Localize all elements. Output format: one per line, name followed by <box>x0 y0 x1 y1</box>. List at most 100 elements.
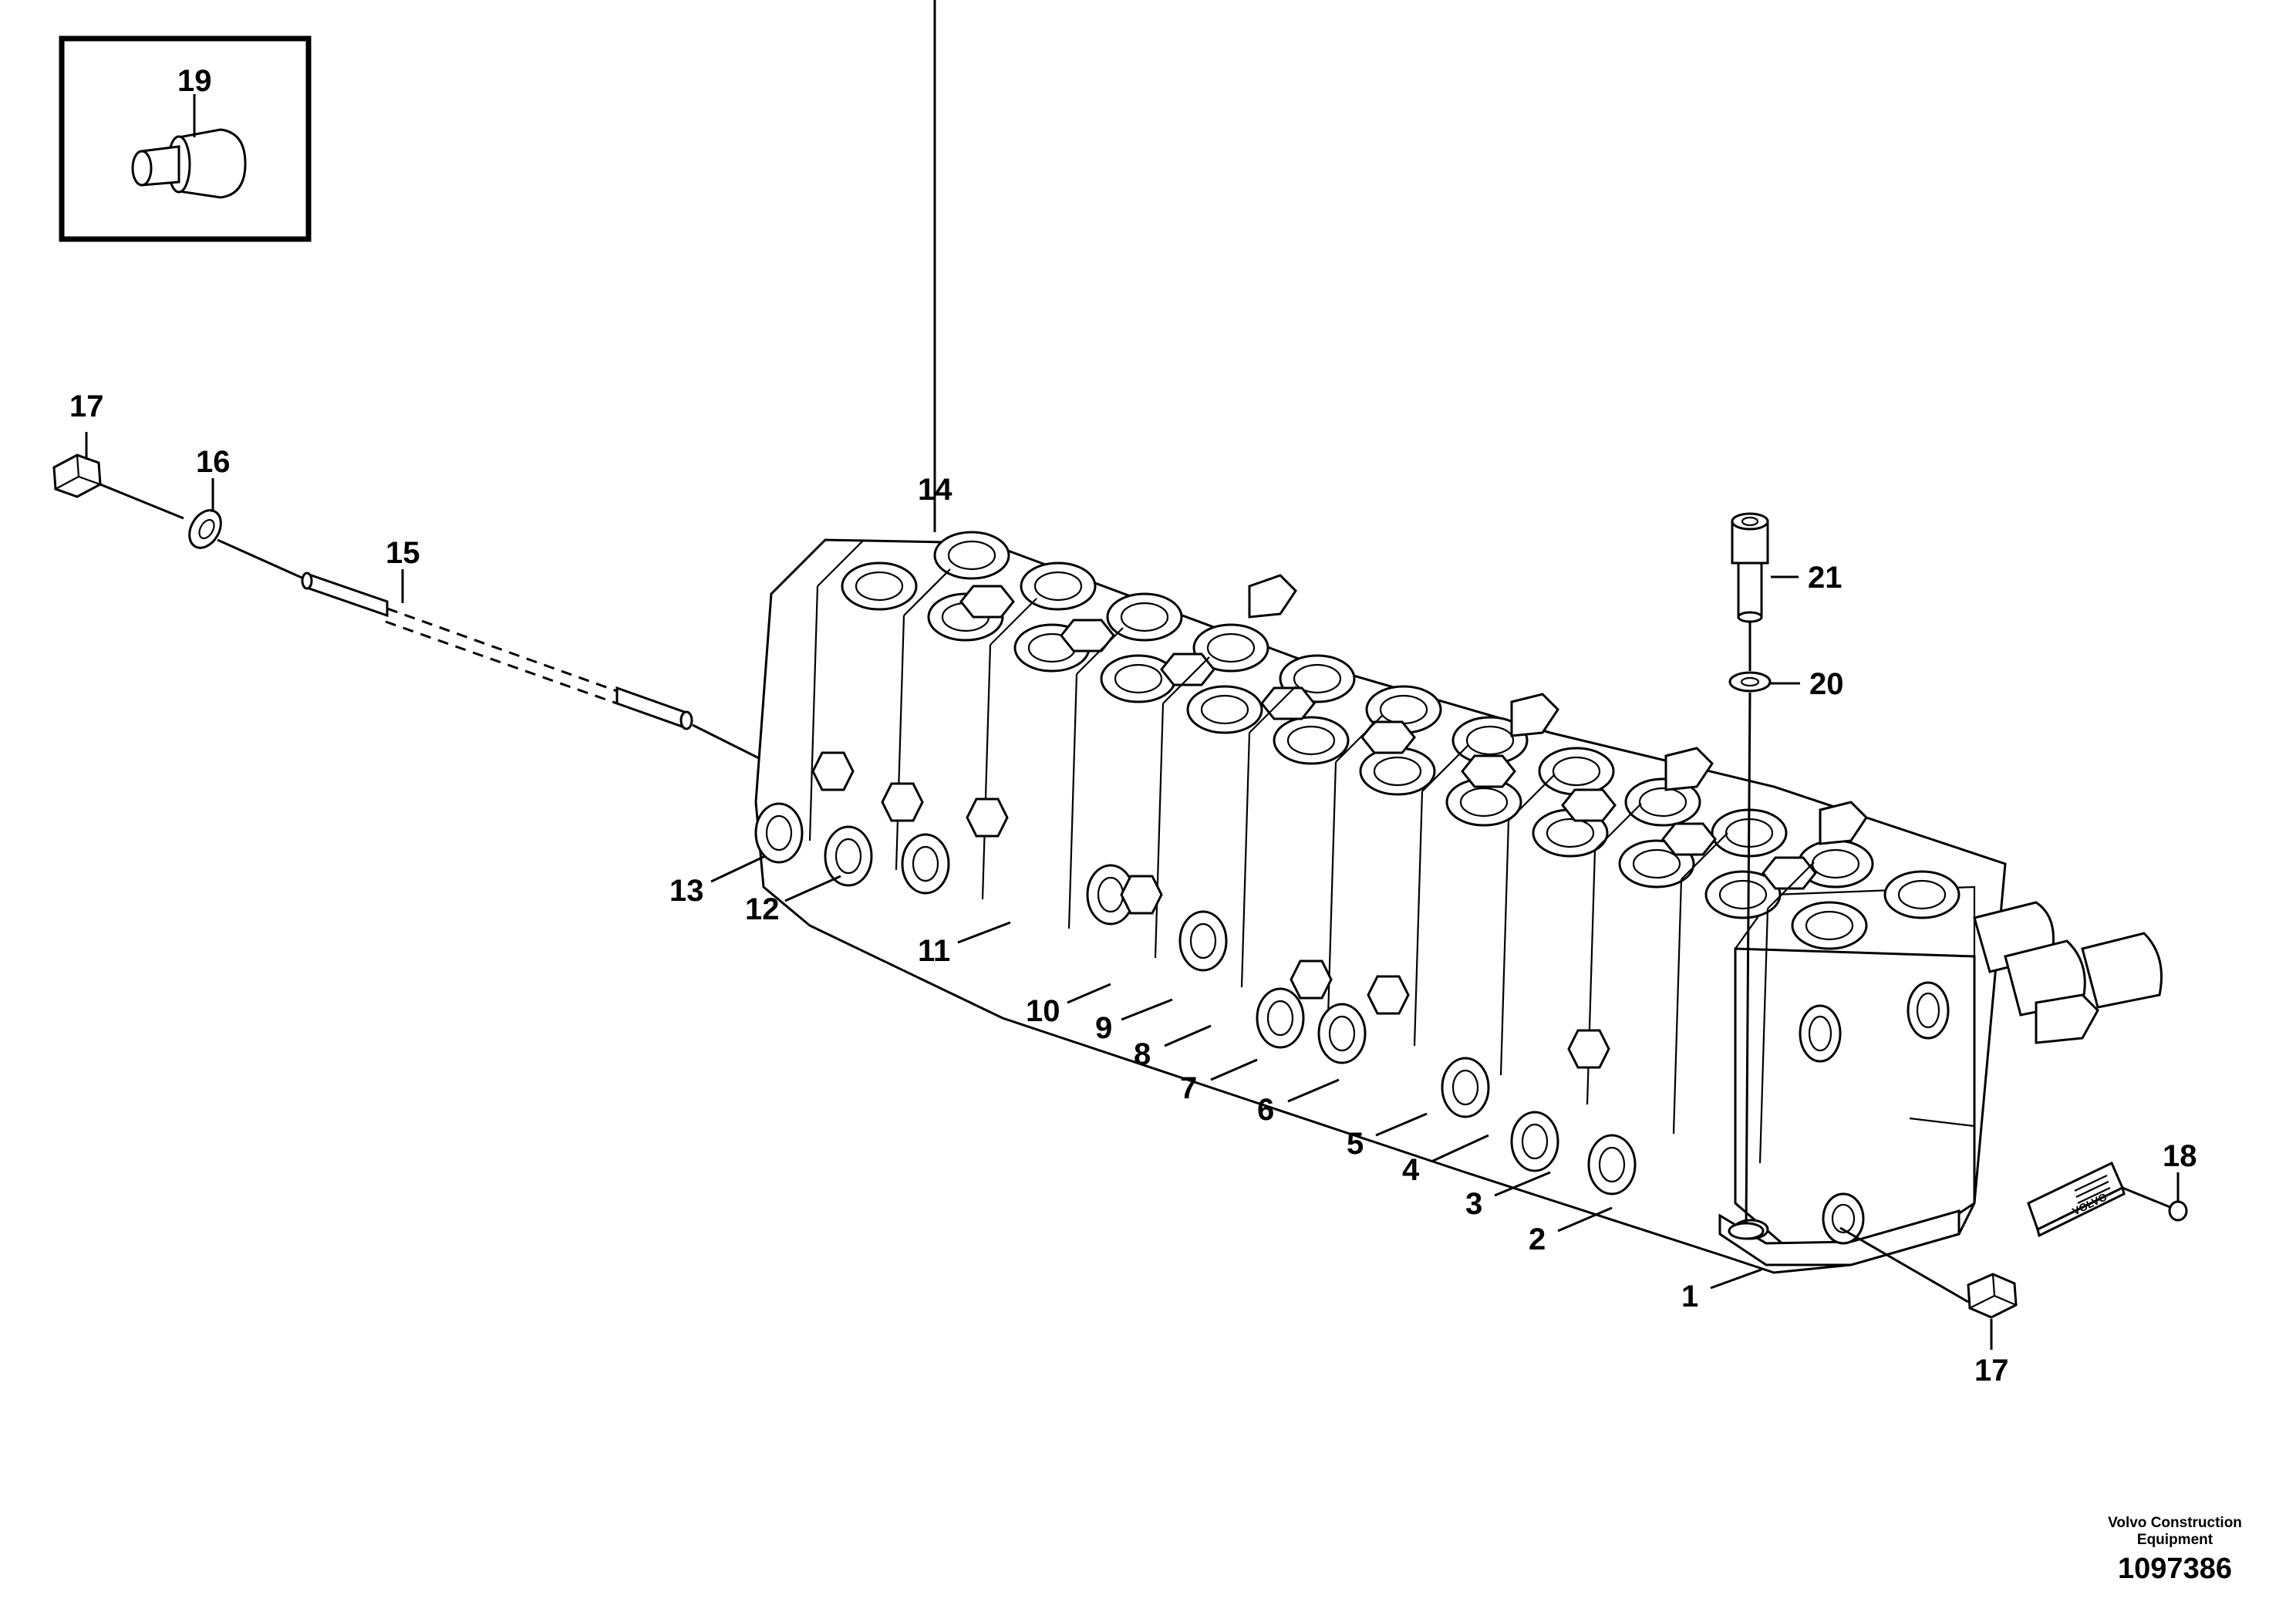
section-divider <box>1499 774 1556 1076</box>
section-divider <box>1067 627 1124 929</box>
leader-lines <box>710 0 1762 1290</box>
hex-plug <box>1260 686 1316 720</box>
section-divider <box>1672 832 1728 1135</box>
front-port-bore <box>1521 1123 1549 1160</box>
section-divider <box>1154 656 1210 959</box>
port-bore <box>1465 725 1515 756</box>
spool-caps-right <box>1248 574 2163 1044</box>
port-bore <box>1718 879 1768 910</box>
callout-3: 3 <box>1465 1187 1482 1221</box>
section-divider <box>1758 862 1815 1164</box>
section-divider <box>895 568 951 871</box>
port-bore <box>855 571 904 602</box>
front-port-bore <box>912 845 939 882</box>
hex-plug <box>1461 754 1516 788</box>
front-port-bore <box>1266 1000 1294 1037</box>
port-bore <box>1114 663 1163 694</box>
relief-valve-hex <box>1367 975 1410 1015</box>
callout-12: 12 <box>745 892 780 926</box>
callout-13: 13 <box>669 874 704 908</box>
callout-17-bottom-right: 17 <box>1974 1354 2009 1388</box>
port-bore <box>1200 694 1249 725</box>
section-divider <box>981 598 1037 900</box>
nut-17-right-icon <box>1967 1273 2018 1319</box>
section-divider <box>1240 686 1296 988</box>
port-boss <box>1538 747 1615 796</box>
front-port <box>754 802 804 864</box>
section-divider <box>1413 744 1469 1047</box>
front-port <box>1317 1003 1367 1064</box>
callout-14: 14 <box>918 473 952 507</box>
hex-plug <box>1160 653 1215 686</box>
hex-plug <box>1661 822 1717 856</box>
hex-plug <box>959 585 1015 619</box>
front-port-bore <box>834 838 862 875</box>
control-valve-assembly <box>754 531 2163 1274</box>
port-boss <box>1186 685 1263 734</box>
front-port-bore <box>765 814 793 851</box>
washer-20-icon <box>1728 671 1772 693</box>
tie-rod-15-icon <box>301 572 780 770</box>
callout-9: 9 <box>1095 1011 1112 1045</box>
callout-21: 21 <box>1808 561 1843 595</box>
document-number: 1097386 <box>2118 1553 2232 1585</box>
port-bore <box>1120 602 1169 632</box>
port-bore <box>1805 910 1854 941</box>
port-bore <box>947 540 996 571</box>
front-port-bore <box>1189 922 1217 959</box>
port-bore <box>1293 663 1342 694</box>
port-boss <box>1273 716 1350 765</box>
front-port <box>1441 1057 1490 1118</box>
port-bore <box>1632 848 1681 879</box>
port-bore <box>1546 818 1595 848</box>
footer-company-line2: Equipment <box>2137 1532 2213 1548</box>
nameplate-icon: VOLVO <box>2027 1161 2126 1238</box>
inset-box: 19 <box>59 35 312 242</box>
port-bore <box>1638 787 1687 818</box>
front-fittings <box>754 751 1637 1195</box>
port-boss <box>1791 901 1868 950</box>
front-port-bore <box>1598 1146 1626 1183</box>
port-boss <box>841 561 918 611</box>
port-bore <box>1552 756 1601 787</box>
plug-19-icon <box>131 128 247 199</box>
callout-4: 4 <box>1402 1153 1420 1187</box>
bolt-21-icon <box>1731 512 1769 623</box>
callout-17-top-left: 17 <box>69 389 104 423</box>
port-boss <box>1100 654 1177 703</box>
port-bore <box>1033 571 1083 602</box>
relief-valve-hex <box>1120 875 1163 915</box>
callout-16: 16 <box>196 445 231 479</box>
valve-sections <box>808 539 1815 1164</box>
callout-19: 19 <box>177 64 212 98</box>
front-port <box>1178 910 1228 972</box>
port-bore <box>1286 725 1336 756</box>
callout-2: 2 <box>1529 1222 1546 1256</box>
callout-10: 10 <box>1026 994 1060 1028</box>
relief-valve-hex <box>881 782 924 822</box>
port-boss <box>1192 623 1269 673</box>
callout-15: 15 <box>386 536 420 570</box>
callout-6: 6 <box>1257 1093 1274 1127</box>
front-port <box>824 825 873 887</box>
front-port <box>1587 1134 1637 1195</box>
relief-valve-hex <box>1290 959 1333 1000</box>
callout-1: 1 <box>1681 1280 1698 1313</box>
port-boss <box>1883 870 1961 919</box>
hex-plug <box>1561 788 1617 822</box>
port-bore <box>1373 756 1422 787</box>
port-bore <box>1459 787 1509 818</box>
port-boss <box>1020 561 1097 611</box>
washer-16-icon <box>188 509 222 549</box>
port-bore <box>1897 879 1947 910</box>
port-boss <box>933 531 1010 580</box>
hex-plug <box>1762 856 1817 890</box>
callout-5: 5 <box>1347 1127 1364 1161</box>
port-bore <box>1206 632 1256 663</box>
callout-18: 18 <box>2163 1139 2197 1173</box>
relief-valve-hex <box>966 798 1009 838</box>
relief-valve-hex <box>1567 1029 1610 1069</box>
front-port <box>1256 987 1305 1049</box>
callout-8: 8 <box>1134 1037 1151 1071</box>
